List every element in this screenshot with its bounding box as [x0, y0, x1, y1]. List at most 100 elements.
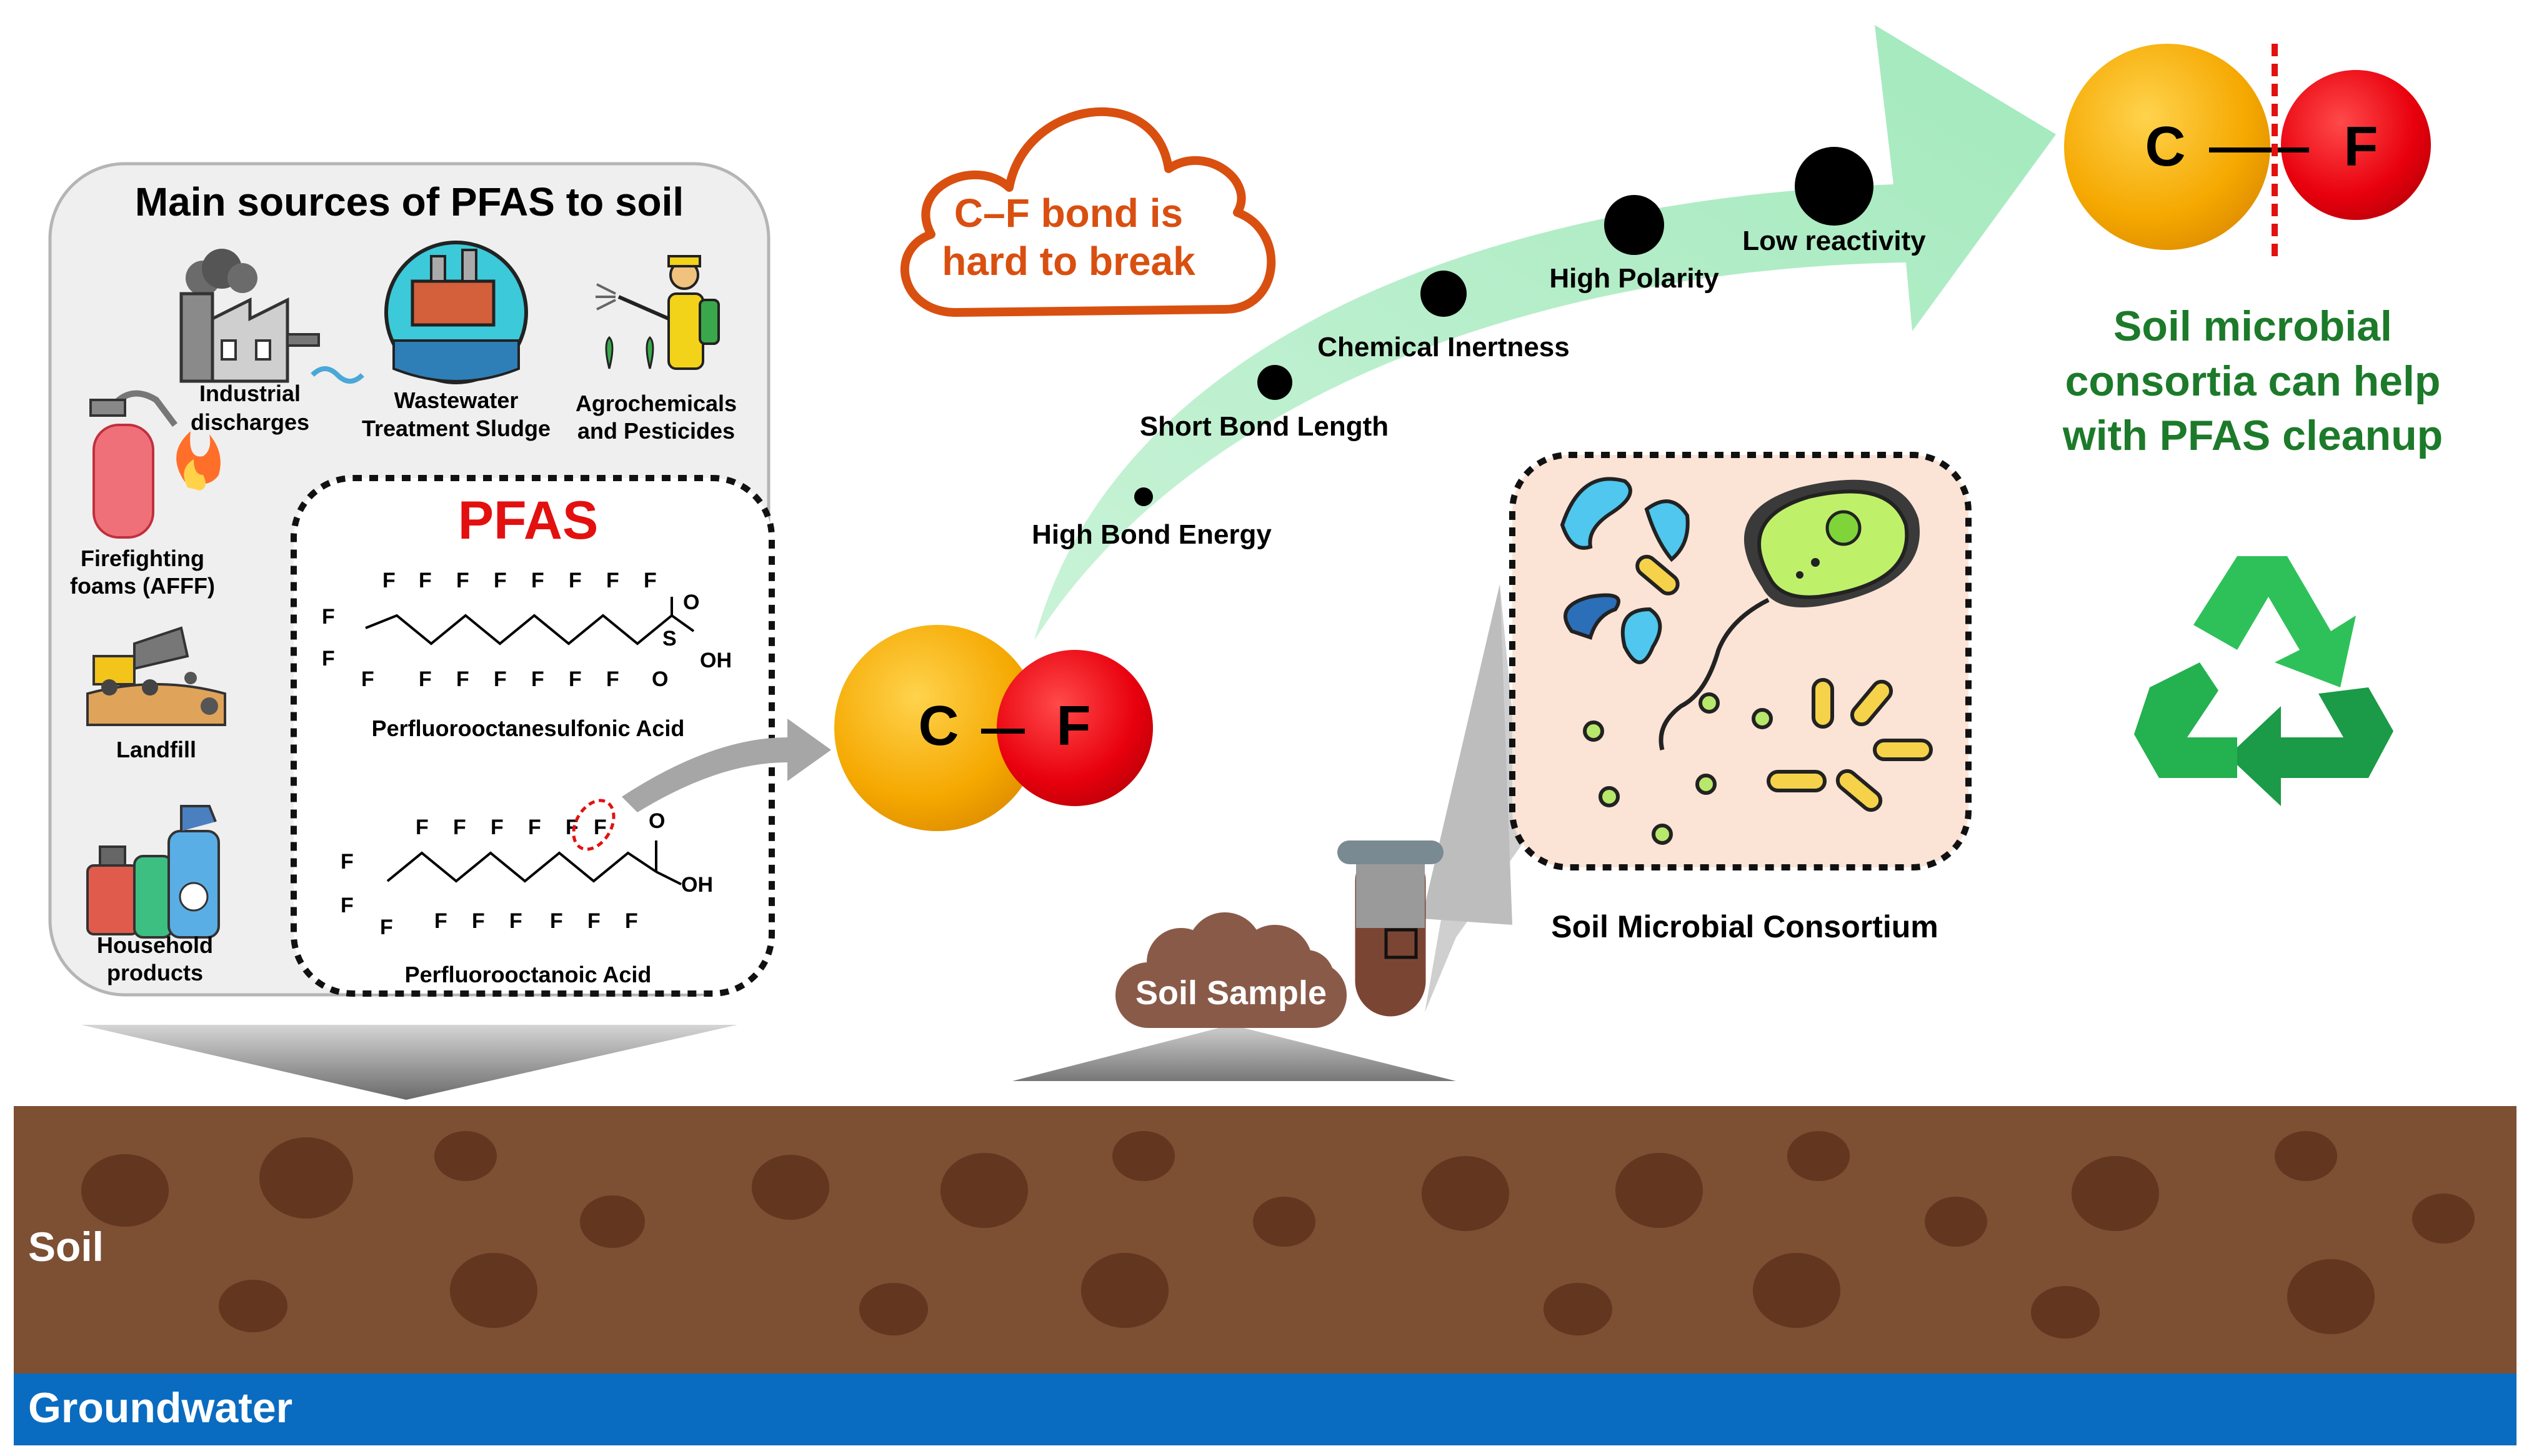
conclusion-line-1: Soil microbial	[2113, 302, 2392, 350]
grey-arrow	[622, 719, 831, 812]
svg-text:F: F	[341, 850, 354, 874]
svg-text:F: F	[566, 815, 579, 839]
soil-layer: Soil	[14, 1106, 2517, 1374]
svg-text:F: F	[1057, 695, 1091, 757]
fluorine-atom	[997, 650, 1153, 806]
property-dot-3	[1420, 271, 1467, 317]
cf-molecule-broken: C F	[2064, 44, 2431, 256]
carbon-atom	[834, 625, 1040, 831]
svg-text:F: F	[494, 667, 507, 691]
svg-text:F: F	[419, 569, 432, 592]
pfoa-structure: F F F F F F F F F F F F F F F O OH	[341, 799, 713, 939]
bacteria-blue	[1560, 477, 1690, 664]
svg-text:F: F	[434, 909, 447, 933]
soil-sample-area: Soil Sample	[1012, 584, 1525, 1081]
property-2: Short Bond Length	[1140, 411, 1389, 442]
svg-text:F: F	[509, 909, 522, 933]
factory-icon	[179, 249, 364, 384]
landfill-truck-icon	[86, 626, 226, 726]
household-products-icon	[86, 805, 220, 939]
pfas-title: PFAS	[458, 491, 599, 551]
svg-text:F: F	[456, 667, 469, 691]
conclusion-line-3: with PFAS cleanup	[2062, 412, 2443, 459]
svg-text:F: F	[341, 894, 354, 917]
svg-text:F: F	[472, 909, 485, 933]
svg-text:F: F	[528, 815, 541, 839]
property-dot-2	[1257, 365, 1292, 400]
wastewater-label-2: Treatment Sludge	[362, 416, 551, 441]
sample-shadow	[1012, 1025, 1456, 1081]
svg-text:S: S	[662, 627, 677, 651]
svg-text:OH: OH	[700, 649, 732, 672]
properties-arrow	[1034, 25, 2056, 641]
property-dot-5	[1795, 147, 1873, 226]
property-5: Low reactivity	[1742, 226, 1926, 256]
cf-molecule-center: C F	[834, 625, 1153, 831]
test-tube-icon	[1337, 840, 1444, 1017]
svg-text:F: F	[2344, 116, 2378, 178]
industrial-label-2: discharges	[191, 409, 309, 435]
svg-text:O: O	[649, 809, 665, 833]
svg-text:F: F	[494, 569, 507, 592]
svg-text:F: F	[531, 667, 544, 691]
property-dot-1	[1134, 487, 1153, 506]
svg-text:F: F	[322, 605, 335, 629]
pfas-structures-box: PFAS F F F F F F F F F F F F F F F F F S…	[291, 475, 775, 997]
svg-text:F: F	[587, 909, 601, 933]
svg-text:F: F	[456, 569, 469, 592]
zoom-cone	[1422, 584, 1512, 925]
property-dot-4	[1604, 195, 1664, 255]
cloud-shape	[900, 107, 1276, 317]
groundwater-label: Groundwater	[28, 1384, 292, 1432]
svg-text:O: O	[652, 667, 668, 691]
svg-text:C: C	[919, 695, 959, 757]
pfoa-label: Perfluorooctanoic Acid	[405, 962, 652, 987]
soil-pile-icon	[1115, 912, 1347, 1028]
soil-label: Soil	[28, 1224, 104, 1270]
firefighting-label-2: foams (AFFF)	[70, 573, 215, 599]
cloud-callout: C–F bond is hard to break	[900, 107, 1276, 317]
fire-extinguisher-icon	[89, 390, 221, 539]
svg-text:F: F	[550, 909, 563, 933]
svg-text:F: F	[625, 909, 638, 933]
consortium-label: Soil Microbial Consortium	[1551, 909, 1938, 944]
industrial-label-1: Industrial	[199, 381, 301, 406]
panel-shadow	[81, 1025, 737, 1100]
property-list: High Bond Energy Short Bond Length Chemi…	[1032, 147, 1926, 550]
cloud-text-2: hard to break	[942, 239, 1195, 284]
sources-title: Main sources of PFAS to soil	[135, 179, 684, 224]
pfos-structure: F F F F F F F F F F F F F F F F F S O O …	[322, 569, 732, 691]
bacteria-dots	[1583, 692, 1773, 845]
landfill-label: Landfill	[116, 737, 196, 762]
svg-text:O: O	[683, 591, 699, 614]
svg-text:F: F	[380, 915, 393, 939]
recycle-icon	[2134, 556, 2393, 806]
pfos-label: Perfluorooctanesulfonic Acid	[372, 716, 685, 741]
conclusion-line-2: consortia can help	[2065, 357, 2441, 405]
groundwater-layer: Groundwater	[14, 1374, 2517, 1445]
svg-text:F: F	[322, 647, 335, 671]
svg-text:F: F	[569, 667, 582, 691]
svg-text:F: F	[606, 667, 619, 691]
firefighting-label-1: Firefighting	[81, 546, 204, 571]
wastewater-icon	[384, 241, 528, 384]
wastewater-label-1: Wastewater	[394, 387, 519, 413]
cloud-text-1: C–F bond is	[954, 191, 1183, 236]
svg-text:F: F	[491, 815, 504, 839]
svg-text:F: F	[606, 569, 619, 592]
property-4: High Polarity	[1549, 263, 1719, 294]
svg-text:F: F	[382, 569, 396, 592]
conclusion: Soil microbial consortia can help with P…	[2062, 302, 2443, 459]
household-label-2: products	[107, 960, 203, 985]
sprayer-icon	[596, 255, 720, 370]
household-label-1: Household	[97, 932, 213, 958]
fluorine-atom-broken	[2281, 70, 2431, 220]
svg-text:F: F	[453, 815, 466, 839]
bacteria-yellow	[1635, 554, 1933, 812]
property-1: High Bond Energy	[1032, 519, 1272, 550]
bacterium-green	[1659, 479, 1920, 750]
svg-text:F: F	[419, 667, 432, 691]
svg-text:F: F	[531, 569, 544, 592]
carbon-atom-broken	[2064, 44, 2270, 250]
